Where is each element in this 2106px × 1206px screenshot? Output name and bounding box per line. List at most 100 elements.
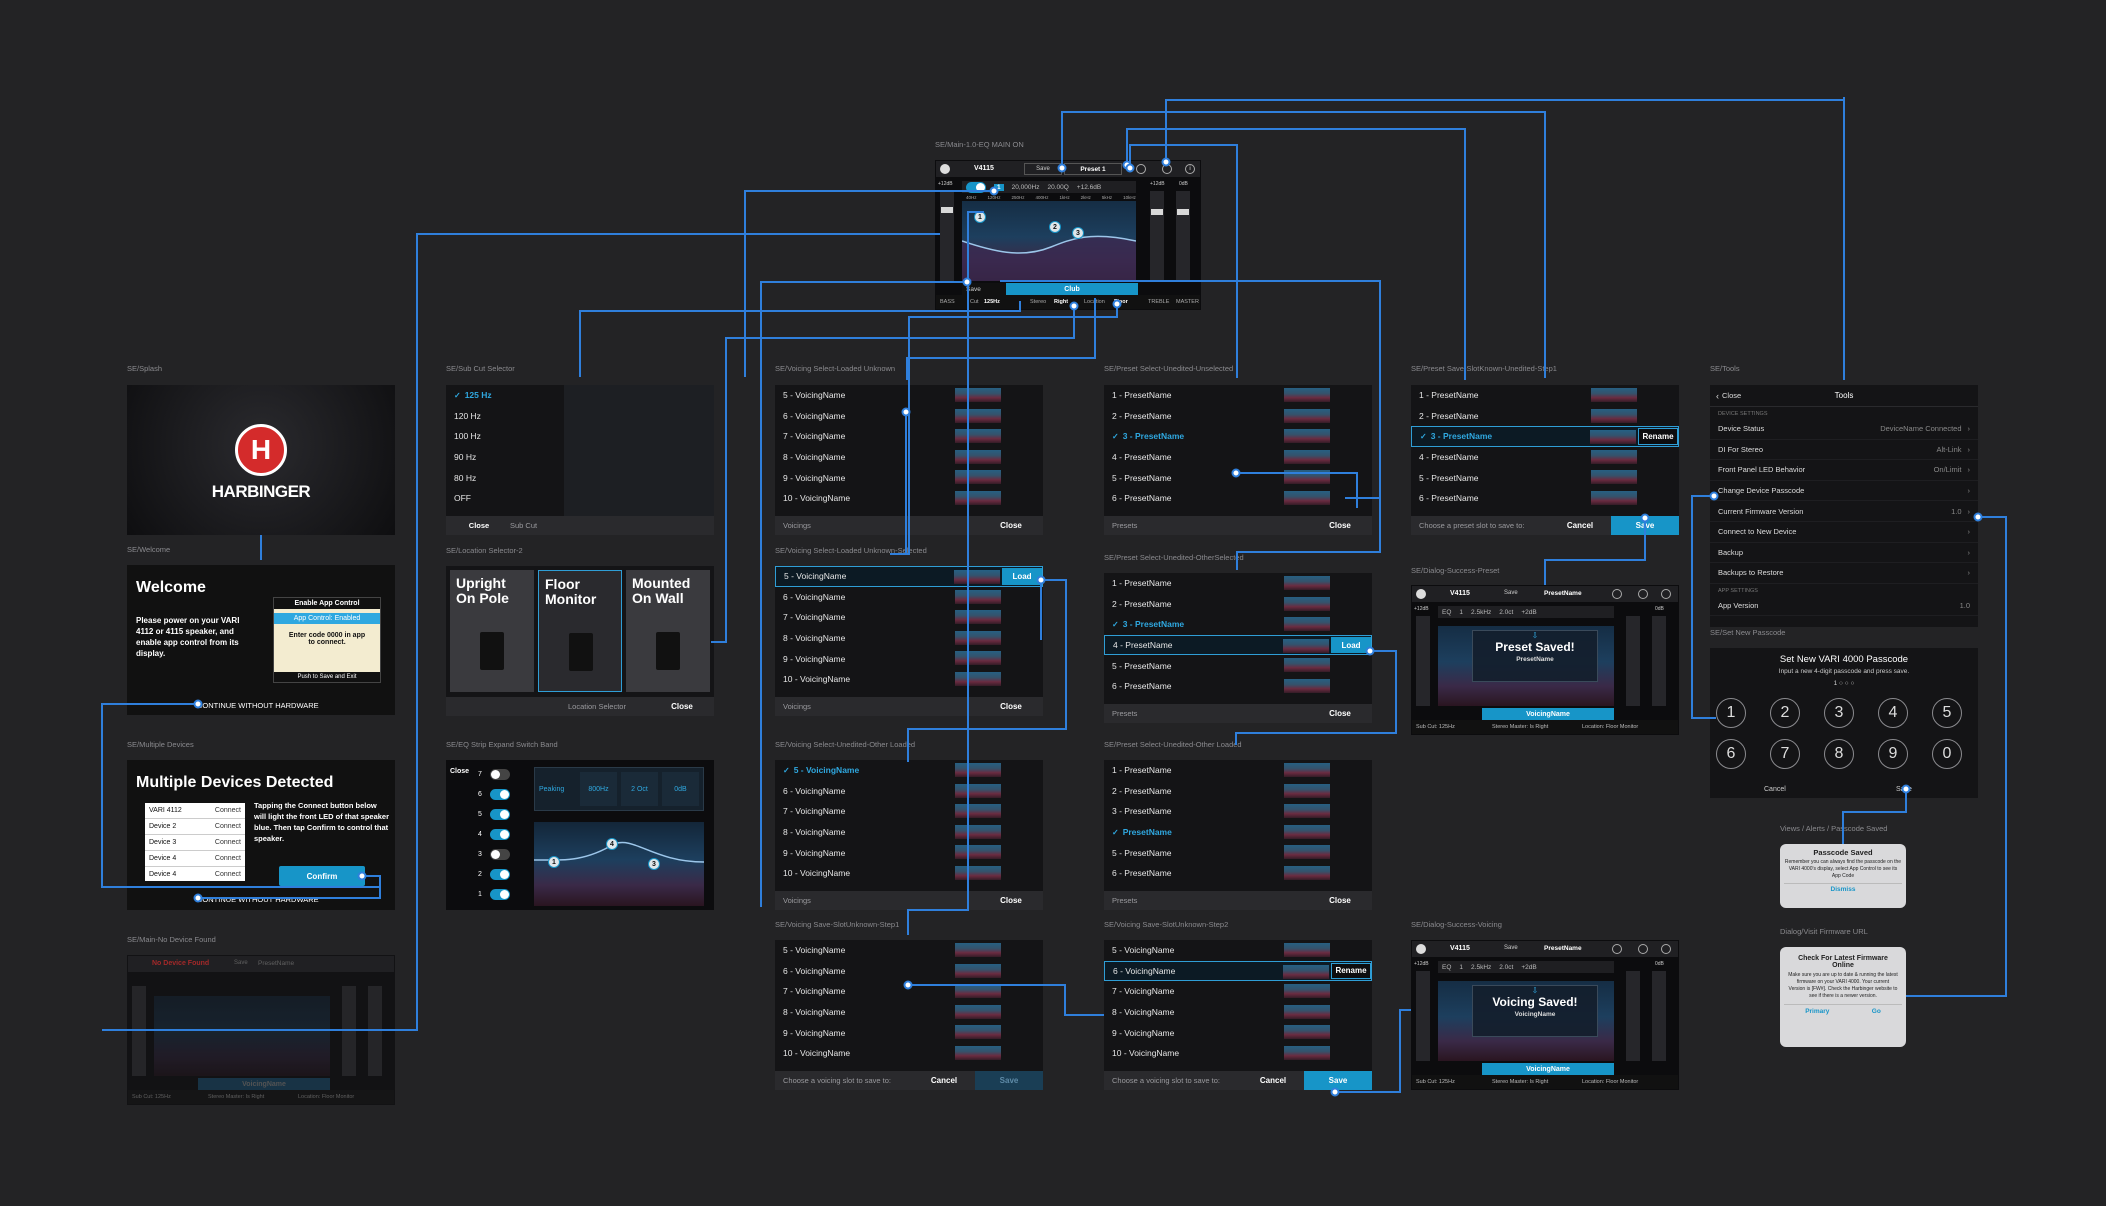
primary-button[interactable]: Primary bbox=[1805, 1008, 1830, 1015]
slot-row[interactable]: 5 - PresetName bbox=[1104, 842, 1372, 863]
slot-row[interactable]: 1 - PresetName bbox=[1104, 573, 1372, 594]
slot-row[interactable]: 7 - VoicingName bbox=[1104, 981, 1372, 1002]
close-button[interactable]: Close bbox=[1329, 709, 1351, 718]
eq-param-f[interactable]: 2.5kHz bbox=[1471, 608, 1492, 616]
save-button[interactable]: Save bbox=[1304, 1071, 1372, 1090]
preset-dropdown[interactable]: PresetName bbox=[1544, 945, 1582, 952]
slot-row[interactable]: 1 - PresetName bbox=[1104, 385, 1372, 406]
band-row[interactable]: 3 bbox=[478, 844, 512, 864]
rename-button[interactable]: Rename bbox=[1638, 428, 1678, 445]
cancel-button[interactable]: Cancel bbox=[930, 1076, 958, 1085]
eq-node-1[interactable]: 1 bbox=[548, 856, 560, 868]
bass-slider[interactable] bbox=[1416, 616, 1430, 706]
close-link[interactable]: Close bbox=[1722, 391, 1742, 400]
preset-dropdown[interactable]: PresetName bbox=[258, 960, 295, 967]
slot-row[interactable]: 5 - VoicingName bbox=[775, 940, 1043, 961]
close-button[interactable]: Close bbox=[1000, 702, 1022, 711]
band-gain[interactable]: 0dB bbox=[662, 772, 699, 806]
connect-button[interactable]: Connect bbox=[214, 839, 241, 846]
eq-param-g[interactable]: +2dB bbox=[1521, 608, 1537, 616]
connect-button[interactable]: Connect bbox=[214, 807, 241, 814]
subcut-option[interactable]: ✓125 Hz bbox=[446, 385, 564, 406]
slot-row[interactable]: 7 - VoicingName bbox=[775, 426, 1043, 447]
slot-row[interactable]: 6 - VoicingName bbox=[775, 406, 1043, 427]
slot-row[interactable]: 6 - PresetName bbox=[1104, 863, 1372, 884]
band-toggle[interactable] bbox=[490, 828, 510, 840]
info-icon[interactable] bbox=[1661, 944, 1671, 954]
slot-row[interactable]: 8 - VoicingName bbox=[775, 1002, 1043, 1023]
preset-dropdown[interactable]: Preset 1 bbox=[1064, 163, 1122, 175]
slot-row[interactable]: 2 - PresetName bbox=[1104, 781, 1372, 802]
subcut-option[interactable]: 80 Hz bbox=[446, 467, 564, 488]
save-button[interactable]: Save bbox=[1896, 786, 1912, 793]
slot-row[interactable]: 8 - VoicingName bbox=[1104, 1002, 1372, 1023]
location-option[interactable]: Upright On Pole bbox=[450, 570, 534, 692]
slot-row[interactable]: 10 - VoicingName bbox=[1104, 1043, 1372, 1064]
slot-row[interactable]: 10 - VoicingName bbox=[775, 488, 1043, 509]
location-option[interactable]: Floor Monitor bbox=[538, 570, 622, 692]
eq-param-q[interactable]: 2.0ct bbox=[1499, 963, 1514, 971]
gear-icon[interactable] bbox=[1638, 589, 1648, 599]
info-icon[interactable] bbox=[1661, 589, 1671, 599]
slot-row[interactable]: 10 - VoicingName bbox=[775, 863, 1043, 884]
location-value[interactable]: Location: Floor Monitor bbox=[1582, 1079, 1639, 1085]
go-button[interactable]: Go bbox=[1871, 1008, 1881, 1015]
band-row[interactable]: 7 bbox=[478, 764, 512, 784]
slot-row[interactable]: 5 - PresetName bbox=[1104, 467, 1372, 488]
close-button[interactable]: Close bbox=[1000, 521, 1022, 530]
slot-row[interactable]: ✓3 - PresetName bbox=[1104, 614, 1372, 635]
keypad-key[interactable]: 6 bbox=[1716, 739, 1746, 769]
keypad-key[interactable]: 9 bbox=[1878, 739, 1908, 769]
slot-row[interactable]: 6 - PresetName bbox=[1104, 488, 1372, 509]
band-number[interactable]: 1 bbox=[994, 183, 1004, 191]
slot-row[interactable]: 6 - PresetName bbox=[1411, 488, 1679, 509]
connect-button[interactable]: Connect bbox=[214, 871, 241, 878]
harbinger-icon[interactable] bbox=[940, 164, 950, 174]
band-row[interactable]: 5 bbox=[478, 804, 512, 824]
band-width[interactable]: 2 Oct bbox=[621, 772, 658, 806]
slot-row[interactable]: 9 - VoicingName bbox=[775, 467, 1043, 488]
freq-value[interactable]: 20,000Hz bbox=[1011, 183, 1040, 191]
keypad-key[interactable]: 2 bbox=[1770, 698, 1800, 728]
subcut-value[interactable]: Sub Cut: 125Hz bbox=[1416, 1079, 1455, 1085]
slot-row[interactable]: 7 - VoicingName bbox=[775, 801, 1043, 822]
gear-icon[interactable] bbox=[1638, 944, 1648, 954]
undo-icon[interactable] bbox=[1612, 944, 1622, 954]
eq-node-4[interactable]: 4 bbox=[606, 838, 618, 850]
slot-row[interactable]: 10 - VoicingName bbox=[775, 1043, 1043, 1064]
eq-node-2[interactable]: 2 bbox=[1049, 221, 1061, 233]
keypad-key[interactable]: 8 bbox=[1824, 739, 1854, 769]
band-toggle[interactable] bbox=[490, 868, 510, 880]
close-button[interactable]: Close bbox=[1000, 896, 1022, 905]
slot-row[interactable]: 5 - VoicingName bbox=[1104, 940, 1372, 961]
subcut-option[interactable]: 120 Hz bbox=[446, 406, 564, 427]
eq-toggle[interactable] bbox=[966, 181, 986, 193]
undo-icon[interactable] bbox=[1612, 589, 1622, 599]
band-toggle[interactable] bbox=[490, 848, 510, 860]
keypad-key[interactable]: 5 bbox=[1932, 698, 1962, 728]
band-toggle[interactable] bbox=[490, 888, 510, 900]
eq-plot[interactable]: 1 4 3 bbox=[533, 822, 705, 906]
slot-row[interactable]: 7 - VoicingName bbox=[775, 981, 1043, 1002]
tools-row[interactable]: Backup› bbox=[1710, 543, 1978, 564]
stereo-value[interactable]: Stereo Master: Is Right bbox=[1492, 724, 1549, 730]
eq-param-eq[interactable]: EQ bbox=[1442, 963, 1452, 971]
cancel-button[interactable]: Cancel bbox=[1566, 521, 1594, 530]
subcut-value[interactable]: 125Hz bbox=[984, 299, 1000, 305]
load-button[interactable]: Load bbox=[1002, 568, 1042, 585]
slot-row[interactable]: 2 - PresetName bbox=[1104, 594, 1372, 615]
cancel-button[interactable]: Cancel bbox=[1764, 786, 1786, 793]
connect-button[interactable]: Connect bbox=[214, 823, 241, 830]
slot-row[interactable]: 8 - VoicingName bbox=[775, 447, 1043, 468]
slot-row[interactable]: 6 - VoicingName bbox=[775, 961, 1043, 982]
eq-plot[interactable]: 1 2 3 bbox=[961, 201, 1137, 281]
slot-row[interactable]: 5 - VoicingName bbox=[775, 385, 1043, 406]
band-row[interactable]: 4 bbox=[478, 824, 512, 844]
eq-node-3[interactable]: 3 bbox=[648, 858, 660, 870]
connect-button[interactable]: Connect bbox=[214, 855, 241, 862]
